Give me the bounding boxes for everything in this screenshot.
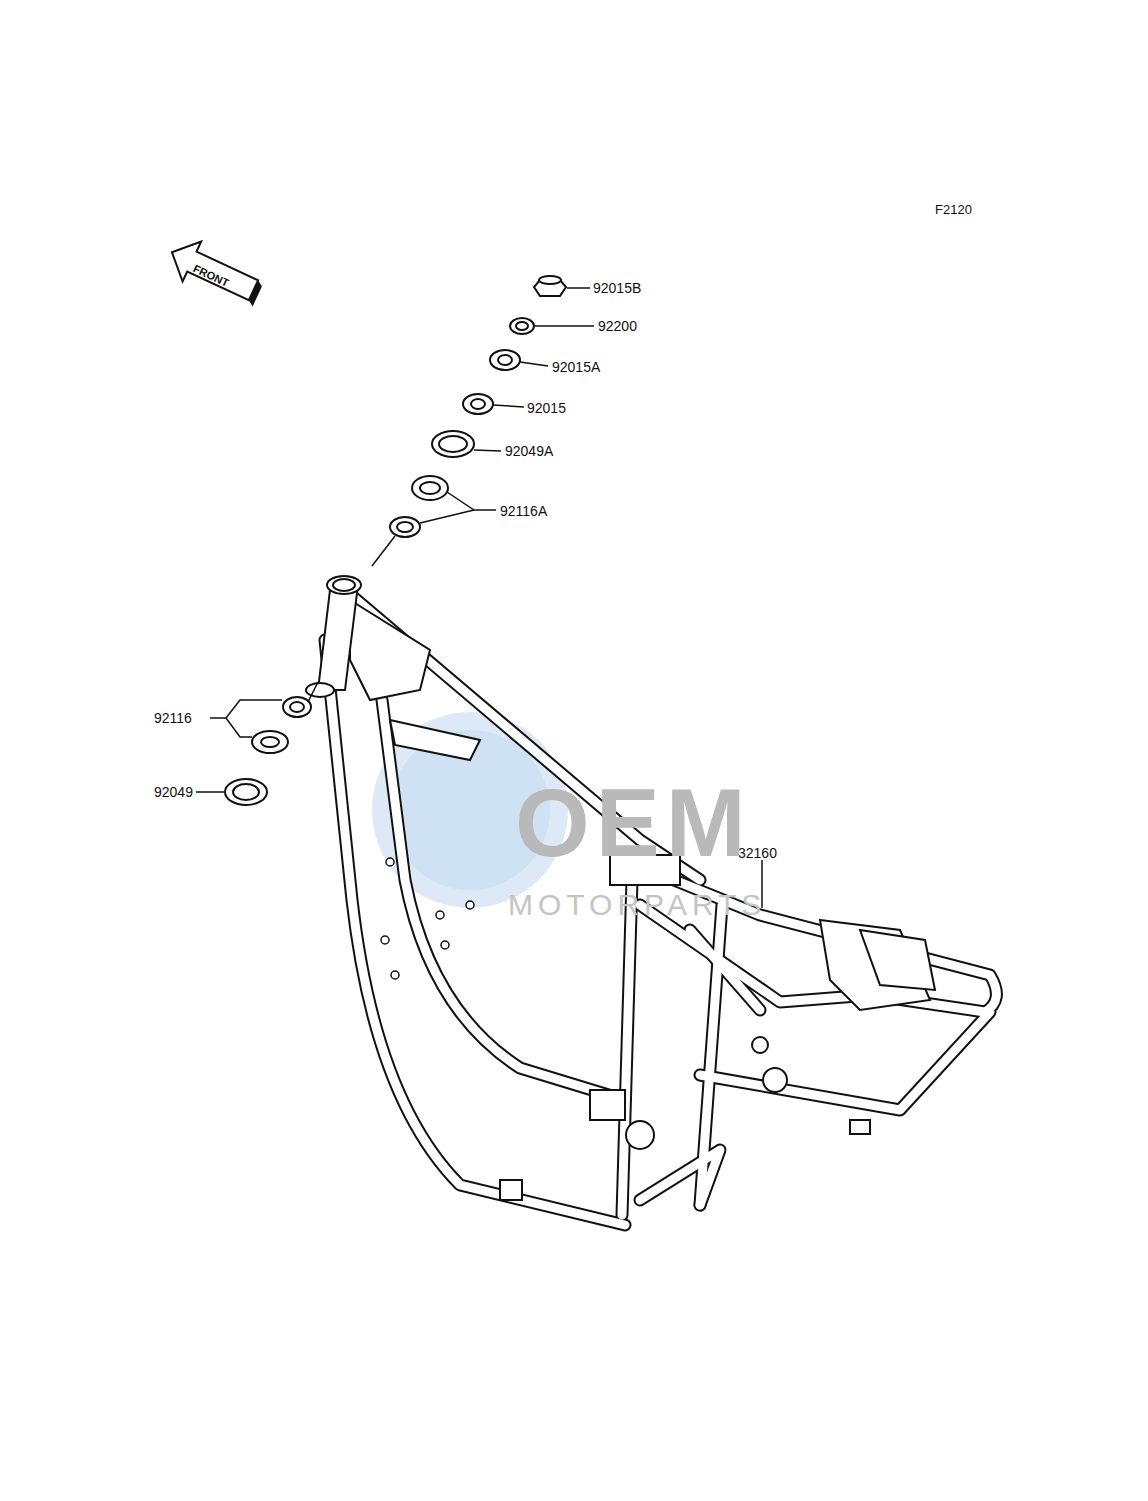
callout-number: 92200 [598,319,637,333]
callout-number: 92015 [527,401,566,415]
frame-holes [381,858,474,979]
watermark: MOTORPARTS [508,890,766,920]
front-arrow [163,232,269,312]
callout-number: 92015B [593,281,641,295]
steering-parts [225,276,566,805]
frame-tubes [325,590,996,1225]
leader-lines [196,288,762,908]
callout-number: 92015A [552,360,600,374]
callout-number: 92049A [505,444,553,458]
head-tube [306,576,935,1200]
callout-number: 92116 [154,711,192,725]
watermark: OEM [515,775,752,871]
callout-number: 92116A [500,504,547,518]
drawing-code: F2120 [935,203,972,216]
callout-number: 92049 [154,785,193,799]
